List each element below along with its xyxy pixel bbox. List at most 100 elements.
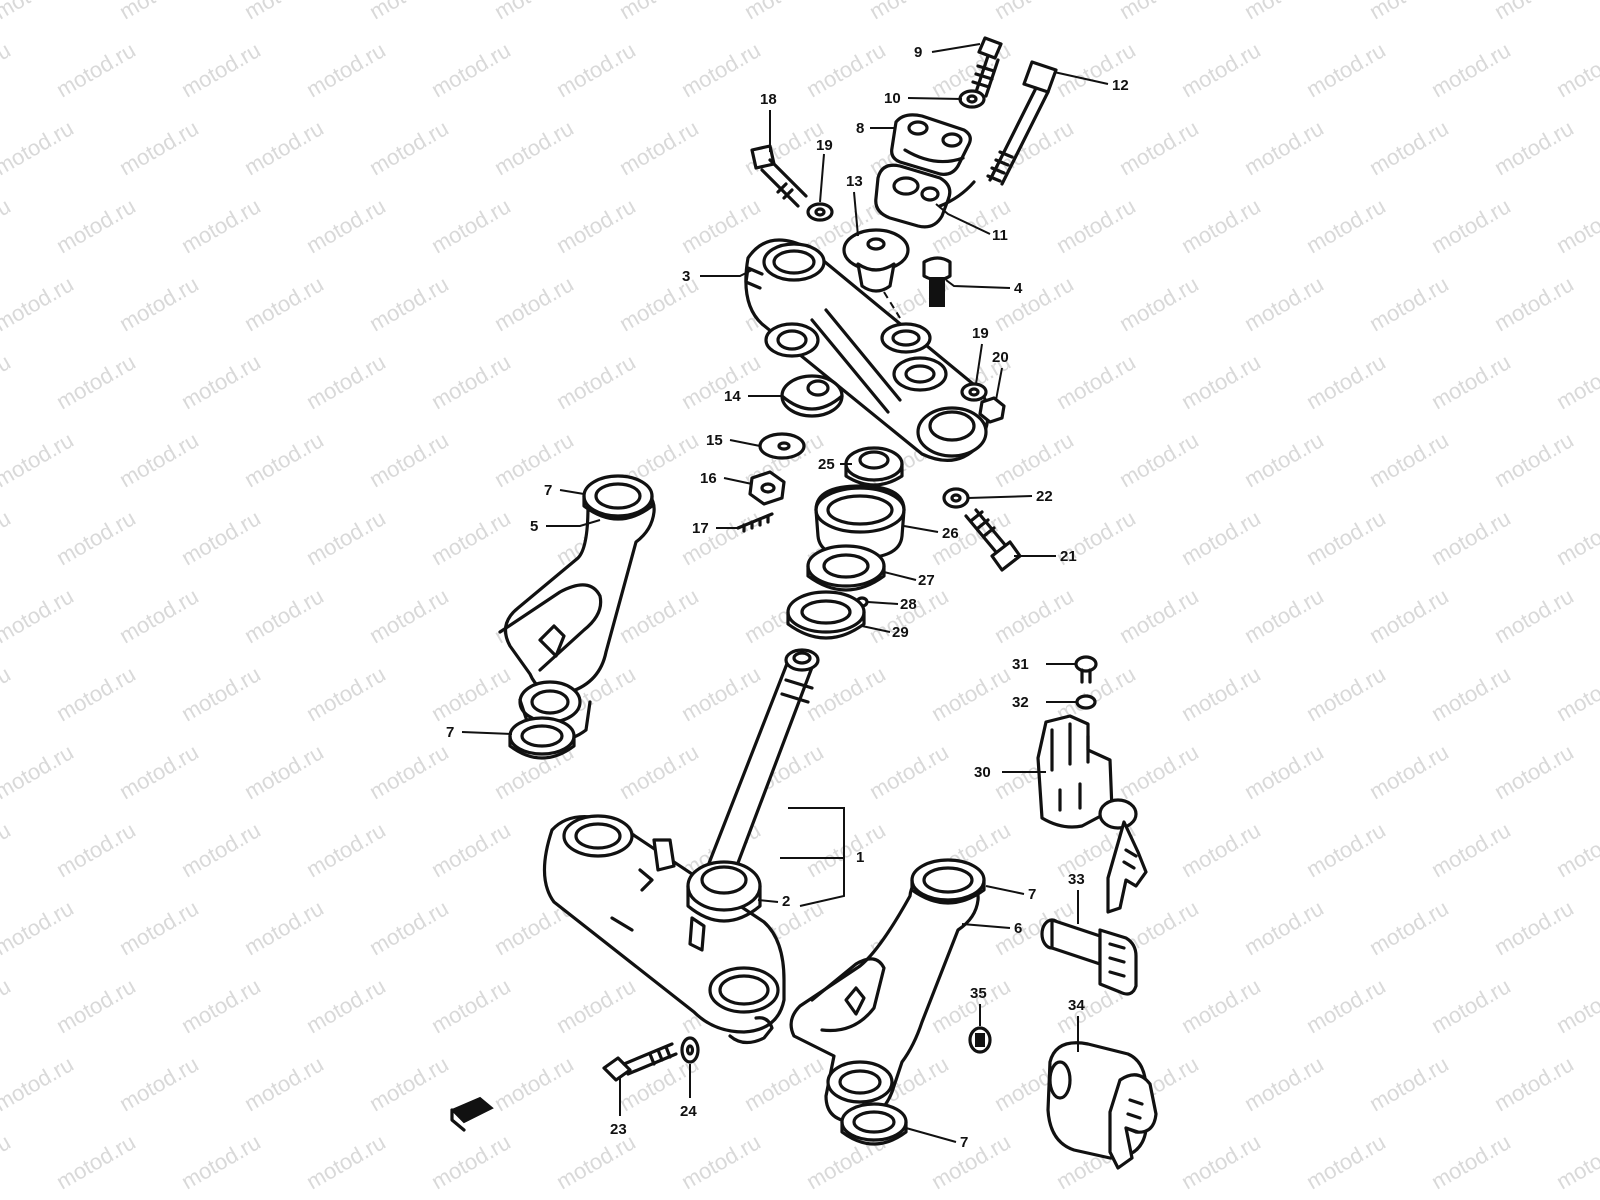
watermark-text: motod.ru <box>1115 0 1203 24</box>
watermark-text: motod.ru <box>0 1051 78 1116</box>
watermark-text: motod.ru <box>115 271 203 336</box>
watermark-text: motod.ru <box>1240 0 1328 24</box>
label-part-7-upper-right: 7 <box>1028 886 1036 903</box>
part-22-washer <box>942 487 970 509</box>
watermark-text: motod.ru <box>302 349 390 414</box>
watermark-text: motod.ru <box>115 427 203 492</box>
label-part-33: 33 <box>1068 871 1085 888</box>
watermark-text: motod.ru <box>0 583 78 648</box>
part-14-nut <box>780 374 844 418</box>
watermark-text: motod.ru <box>490 271 578 336</box>
watermark-text: motod.ru <box>52 661 140 726</box>
part-33-lock-cylinder <box>1040 918 1138 996</box>
part-3-upper-triple-clamp <box>744 238 990 462</box>
watermark-text: motod.ru <box>0 349 15 414</box>
watermark-text: motod.ru <box>0 895 78 960</box>
watermark-text: motod.ru <box>1240 739 1328 804</box>
part-8-clamp <box>890 113 972 176</box>
watermark-text: motod.ru <box>302 817 390 882</box>
watermark-text: motod.ru <box>1115 427 1203 492</box>
watermark-text: motod.ru <box>490 0 578 24</box>
label-part-11: 11 <box>992 227 1008 244</box>
watermark-text: motod.ru <box>240 895 328 960</box>
watermark-text: motod.ru <box>615 583 703 648</box>
watermark-text: motod.ru <box>1115 271 1203 336</box>
watermark-text: motod.ru <box>0 505 15 570</box>
watermark-text: motod.ru <box>52 817 140 882</box>
watermark-text: motod.ru <box>115 1051 203 1116</box>
watermark-text: motod.ru <box>990 115 1078 180</box>
label-part-21: 21 <box>1060 548 1077 565</box>
watermark-text: motod.ru <box>52 193 140 258</box>
watermark-text: motod.ru <box>990 0 1078 24</box>
watermark-text: motod.ru <box>1490 427 1578 492</box>
label-part-6: 6 <box>1014 920 1022 937</box>
watermark-text: motod.ru <box>0 661 15 726</box>
part-10-washer <box>958 89 986 109</box>
watermark-text: motod.ru <box>1427 1129 1515 1194</box>
label-part-23: 23 <box>610 1121 627 1138</box>
watermark-text: motod.ru <box>490 1051 578 1116</box>
watermark-text: motod.ru <box>1427 661 1515 726</box>
watermark-text: motod.ru <box>427 817 515 882</box>
label-part-30: 30 <box>974 764 991 781</box>
part-16-nut <box>748 470 786 506</box>
watermark-text: motod.ru <box>427 37 515 102</box>
part-9-bolt <box>971 36 1003 98</box>
watermark-text: motod.ru <box>490 115 578 180</box>
label-part-15: 15 <box>706 432 723 449</box>
part-29-race <box>786 590 866 640</box>
watermark-text: motod.ru <box>302 1129 390 1194</box>
watermark-text: motod.ru <box>865 583 953 648</box>
watermark-text: motod.ru <box>427 193 515 258</box>
leader-lines <box>461 43 1109 1143</box>
watermark-text: motod.ru <box>1552 505 1600 570</box>
label-part-26: 26 <box>942 525 959 542</box>
part-35-clip <box>968 1026 992 1054</box>
watermark-text: motod.ru <box>52 973 140 1038</box>
watermark-text: motod.ru <box>990 271 1078 336</box>
watermark-text: motod.ru <box>177 505 265 570</box>
watermark-text: motod.ru <box>552 1129 640 1194</box>
part-27-bearing <box>806 544 886 592</box>
label-part-14: 14 <box>724 388 741 405</box>
watermark-text: motod.ru <box>1240 427 1328 492</box>
watermark-text: motod.ru <box>865 739 953 804</box>
watermark-text: motod.ru <box>1365 0 1453 24</box>
watermark-text: motod.ru <box>302 193 390 258</box>
part-20-nut <box>978 396 1006 424</box>
watermark-text: motod.ru <box>177 1129 265 1194</box>
watermark-text: motod.ru <box>0 817 15 882</box>
watermark-text: motod.ru <box>1302 1129 1390 1194</box>
watermark-text: motod.ru <box>115 0 203 24</box>
watermark-text: motod.ru <box>1490 583 1578 648</box>
watermark-text: motod.ru <box>1240 271 1328 336</box>
watermark-text: motod.ru <box>1552 349 1600 414</box>
watermark-text: motod.ru <box>365 583 453 648</box>
label-part-32: 32 <box>1012 694 1029 711</box>
watermark-text: motod.ru <box>1552 661 1600 726</box>
part-7-seal-upper-right <box>910 858 986 905</box>
watermark-text: motod.ru <box>677 661 765 726</box>
watermark-text: motod.ru <box>365 739 453 804</box>
watermark-text: motod.ru <box>552 973 640 1038</box>
watermark-text: motod.ru <box>177 193 265 258</box>
watermark-text: motod.ru <box>302 661 390 726</box>
watermark-text: motod.ru <box>427 973 515 1038</box>
watermark-text: motod.ru <box>0 0 78 24</box>
watermark-text: motod.ru <box>865 0 953 24</box>
watermark-text: motod.ru <box>0 427 78 492</box>
watermark-text: motod.ru <box>115 895 203 960</box>
watermark-text: motod.ru <box>52 37 140 102</box>
watermark-text: motod.ru <box>802 817 890 882</box>
label-part-34: 34 <box>1068 997 1085 1014</box>
watermark-text: motod.ru <box>1177 193 1265 258</box>
watermark-text: motod.ru <box>1302 37 1390 102</box>
part-26-bearing <box>814 484 906 560</box>
label-part-19-right: 19 <box>972 325 989 342</box>
part-24-washer <box>680 1036 700 1064</box>
watermark-text: motod.ru <box>0 115 78 180</box>
part-12-bolt <box>986 60 1058 186</box>
label-part-7-upper-left: 7 <box>544 482 552 499</box>
watermark-text: motod.ru <box>1052 193 1140 258</box>
